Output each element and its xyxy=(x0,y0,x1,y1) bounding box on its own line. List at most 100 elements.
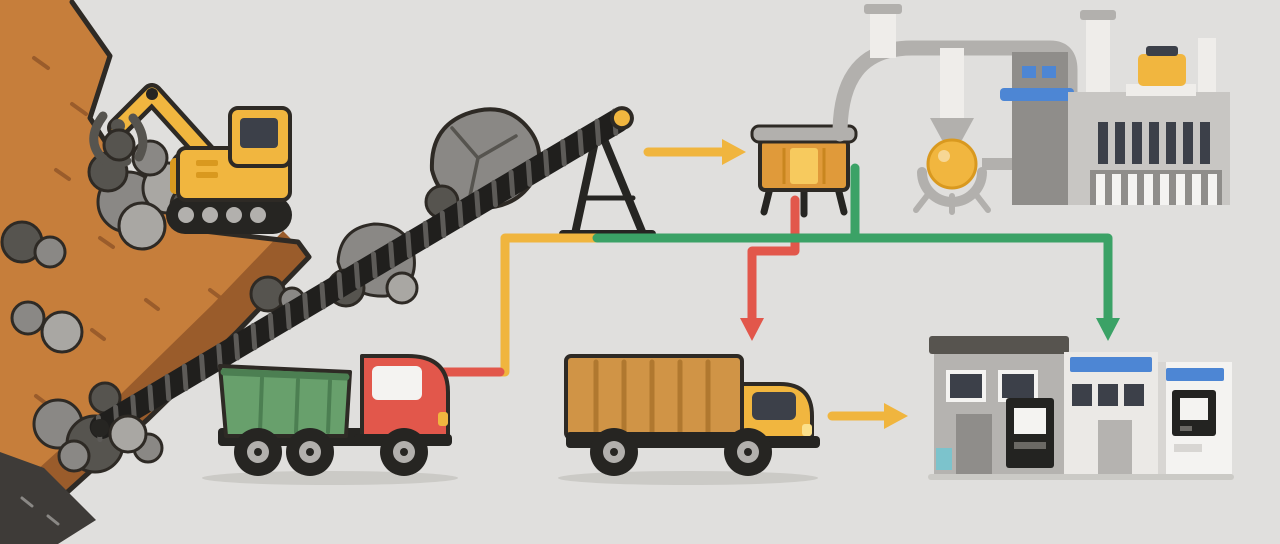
headlight xyxy=(802,424,812,436)
loading-bay-slats xyxy=(1096,174,1217,205)
kettle-outlet-pipe xyxy=(982,158,1014,170)
hill-texture-dashes xyxy=(32,56,224,407)
rock xyxy=(385,271,419,305)
window xyxy=(1072,384,1092,406)
teal-accent-panel xyxy=(936,448,952,470)
kettle-highlight xyxy=(938,150,950,162)
crusher-hopper xyxy=(750,124,858,218)
store-gray xyxy=(929,336,1069,474)
wheel xyxy=(724,428,772,476)
belt-tail-pulley xyxy=(91,419,109,437)
stores-shadow xyxy=(928,474,1234,480)
track-wheel xyxy=(202,207,218,223)
wheel xyxy=(590,428,638,476)
retail-stores xyxy=(928,336,1234,480)
tower-window xyxy=(1022,66,1036,78)
rock xyxy=(40,310,84,354)
cargo-slats xyxy=(593,359,711,435)
factory-window-slats xyxy=(1098,122,1210,164)
rooftop-tank xyxy=(1138,54,1186,86)
crusher-hatch xyxy=(790,148,818,184)
track-wheel xyxy=(178,207,194,223)
foreground-rocks xyxy=(57,414,148,473)
track-wheel xyxy=(226,207,242,223)
loading-bay-band xyxy=(1090,170,1222,205)
grapple-claw xyxy=(89,111,148,169)
kiosk-sign xyxy=(1166,368,1224,381)
wheel xyxy=(380,428,428,476)
boom-joint xyxy=(146,88,158,100)
factory-tower xyxy=(1012,52,1068,205)
cab-window xyxy=(240,118,278,148)
vending-kiosk xyxy=(1158,362,1232,474)
engine-vent xyxy=(196,172,218,178)
truck-shadow xyxy=(202,471,458,485)
red-arrowhead xyxy=(740,318,764,341)
kiosk-tray xyxy=(1174,444,1202,452)
chimney-cap xyxy=(864,4,902,14)
store-door xyxy=(1098,420,1132,474)
dark-rubble-mound xyxy=(0,452,96,544)
tank-platform xyxy=(1126,84,1196,96)
kiosk-side-shade xyxy=(1158,362,1166,474)
smelter-kettle xyxy=(913,138,1014,215)
junction-chimney xyxy=(870,10,896,58)
factory-chimney-left xyxy=(1086,16,1110,94)
rock xyxy=(108,414,148,454)
kiosk-button xyxy=(1180,426,1192,431)
store-door xyxy=(956,414,992,474)
excavator xyxy=(89,83,292,234)
rock xyxy=(33,235,67,269)
dump-bed-ribs xyxy=(258,376,332,434)
crusher-seams xyxy=(782,148,826,184)
window xyxy=(950,374,982,398)
kettle-cradle xyxy=(917,167,987,207)
mound-texture-dashes xyxy=(20,496,60,526)
cab-window xyxy=(372,366,422,400)
boulder-facets xyxy=(450,126,518,198)
rock xyxy=(10,300,46,336)
wheel xyxy=(286,428,334,476)
hill-base-rocks xyxy=(0,220,164,474)
green-arrowhead xyxy=(1096,318,1120,341)
window xyxy=(1124,384,1144,406)
truck-shadow xyxy=(558,471,818,485)
molten-kettle xyxy=(926,138,978,190)
cab-window xyxy=(752,392,796,420)
headlight xyxy=(438,412,448,426)
rock xyxy=(117,201,167,251)
kiosk-screen xyxy=(1180,398,1208,420)
window xyxy=(1002,374,1034,398)
drop-pipe xyxy=(940,48,964,120)
wheel xyxy=(234,428,282,476)
conveyor-belt xyxy=(89,106,634,443)
blue-side-pipe xyxy=(1000,88,1074,101)
chimney-cap xyxy=(1080,10,1116,20)
held-rock xyxy=(102,128,136,162)
pipework xyxy=(832,4,1078,142)
factory-chimney-right xyxy=(1198,38,1216,94)
dump-bed-rim xyxy=(220,368,350,381)
dump-truck xyxy=(202,354,458,485)
belt-head-pulley xyxy=(609,106,634,131)
store-roof-band xyxy=(929,336,1069,354)
atm-slot xyxy=(1014,442,1046,449)
store-sign xyxy=(1070,357,1152,372)
window xyxy=(1098,384,1118,406)
flow-crusher-to-stores xyxy=(592,163,1113,325)
flow-crusher-to-boxtruck xyxy=(747,195,800,325)
yellow-arrowhead-stores xyxy=(884,403,908,429)
crusher-top-plate xyxy=(750,124,858,144)
tank-lid xyxy=(1146,46,1178,56)
store-blue-sign xyxy=(1064,352,1158,474)
rock xyxy=(57,439,91,473)
factory-building xyxy=(1000,10,1230,205)
track-wheel xyxy=(250,207,266,223)
overhead-pipe xyxy=(832,40,1078,142)
dump-bed xyxy=(218,364,352,438)
atm-screen xyxy=(1014,408,1046,434)
box-truck xyxy=(558,354,820,485)
quarry-hill xyxy=(0,0,312,544)
